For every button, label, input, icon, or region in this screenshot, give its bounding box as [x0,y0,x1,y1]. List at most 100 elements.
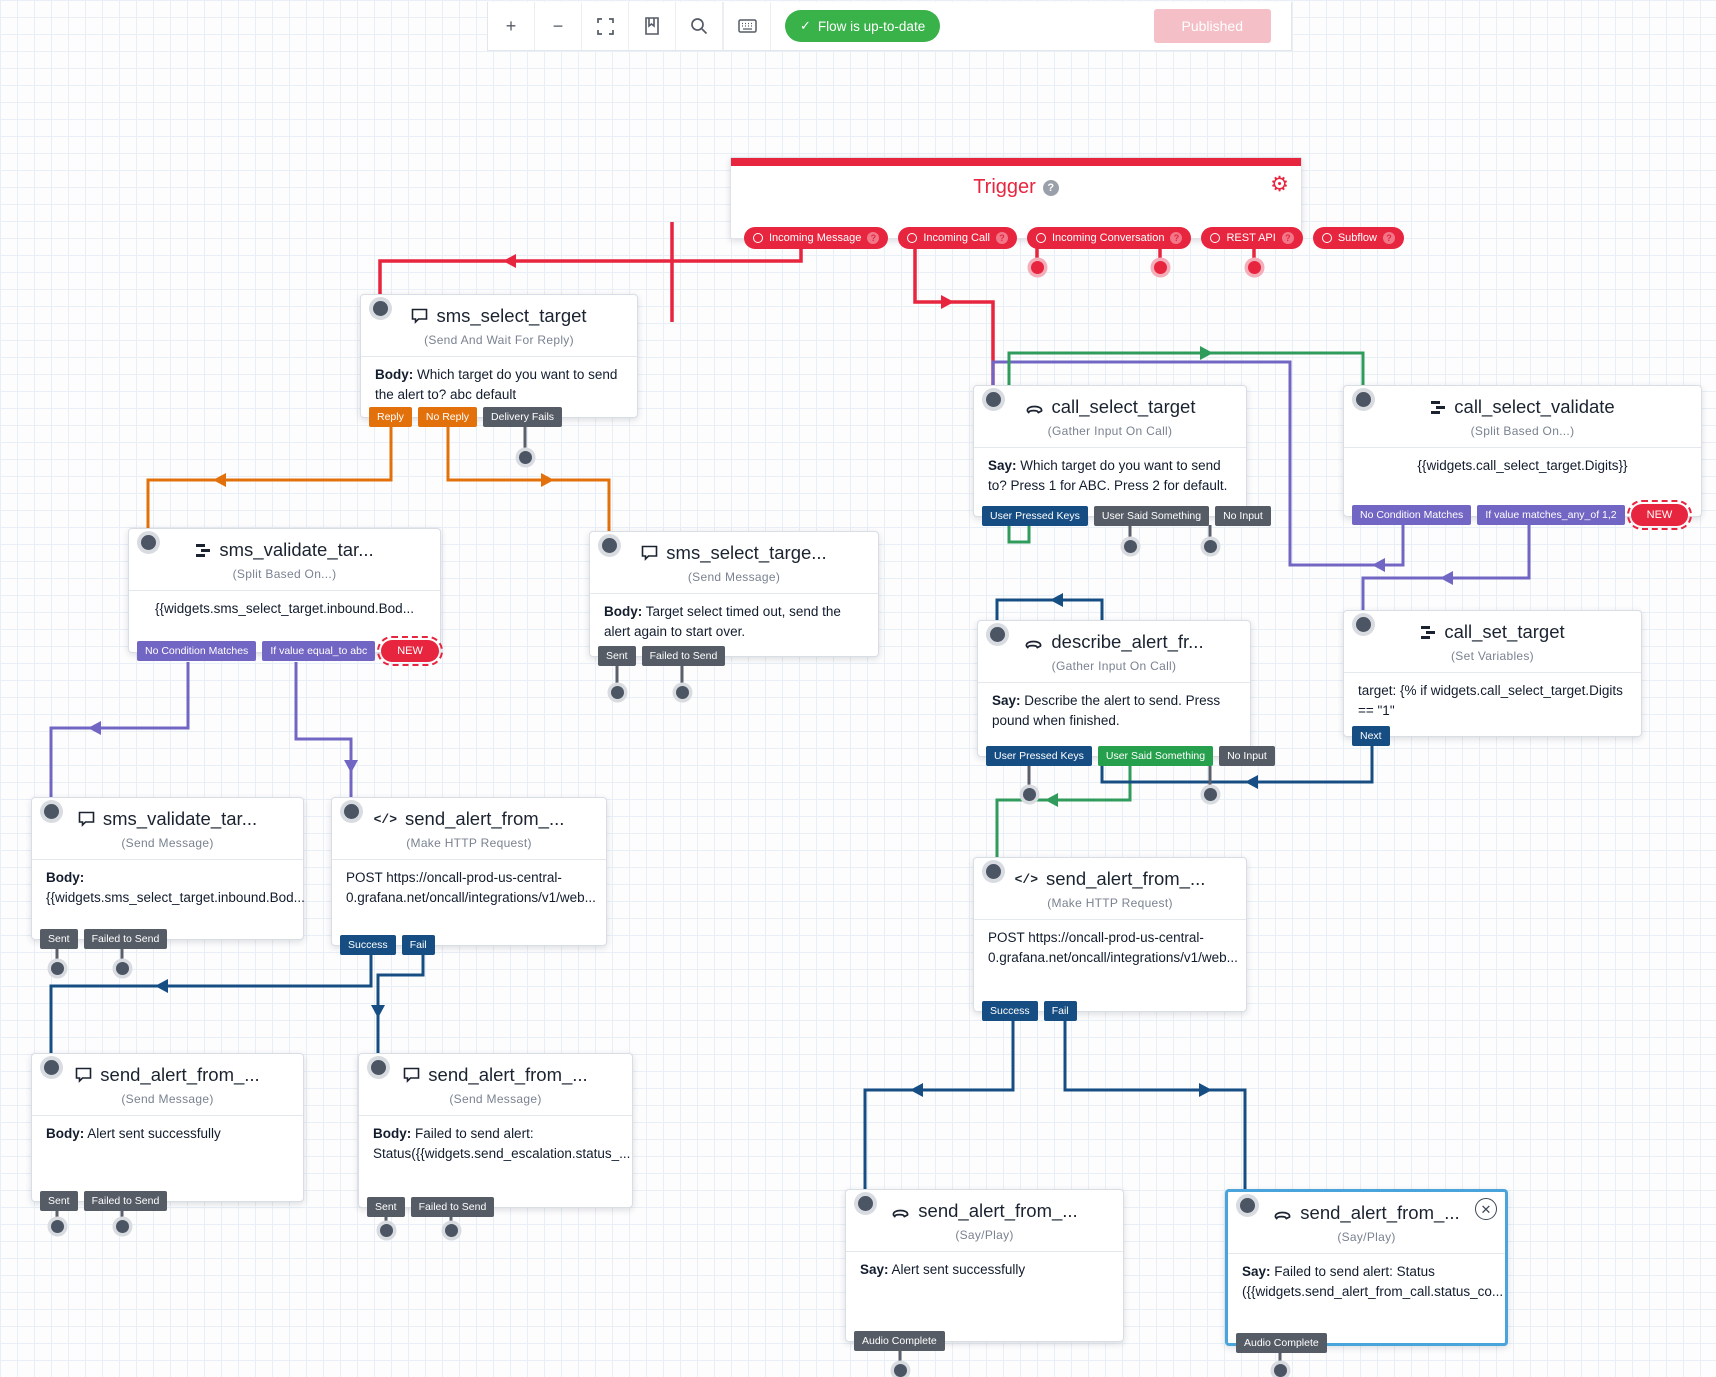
trigger-pill-rest-api[interactable]: REST API? [1201,227,1303,249]
widget-input-handle[interactable] [44,804,59,819]
library-button[interactable] [629,2,676,50]
widget-describe_alert_fr--w7[interactable]: describe_alert_fr...(Gather Input On Cal… [977,620,1275,766]
widget-send_alert_from_--w10[interactable]: </>send_alert_from_...(Make HTTP Request… [331,797,607,955]
transition-audio-complete[interactable]: Audio Complete [854,1331,945,1351]
trigger-endpoint-dot[interactable] [1247,260,1261,274]
transition-audio-complete[interactable]: Audio Complete [1236,1333,1327,1353]
transition-failed-to-send[interactable]: Failed to Send [641,646,726,666]
widget-type-label: (Set Variables) [1451,649,1534,663]
zoom-out-button[interactable]: − [535,2,582,50]
trigger-endpoint-dot[interactable] [1153,260,1167,274]
trigger-pill-incoming-conversation[interactable]: Incoming Conversation? [1026,227,1192,249]
transition-user-said-something[interactable]: User Said Something [1097,746,1214,766]
trigger-pill-incoming-message[interactable]: Incoming Message? [744,227,889,249]
arrow-left-red [503,254,516,268]
widget-send_alert_from_--w8[interactable]: </>send_alert_from_...(Make HTTP Request… [973,857,1247,1021]
close-icon[interactable]: ✕ [1475,1198,1497,1220]
widget-input-handle[interactable] [141,535,156,550]
transition-next[interactable]: Next [1352,726,1390,746]
transition-endpoint-dot[interactable] [50,1219,64,1233]
transition-sent[interactable]: Sent [598,646,636,666]
transition-endpoint-dot[interactable] [50,961,64,975]
transition-sent[interactable]: Sent [40,1191,78,1211]
transition-endpoint-dot[interactable] [1203,539,1217,553]
transition-success[interactable]: Success [340,935,396,955]
transition-endpoint-dot[interactable] [1203,787,1217,801]
widget-input-handle[interactable] [371,1060,386,1075]
transition-fail[interactable]: Fail [401,935,435,955]
widget-input-handle[interactable] [44,1060,59,1075]
transition-endpoint-dot[interactable] [379,1223,393,1237]
widget-send_alert_from_--w12[interactable]: send_alert_from_...(Send Message)Body: F… [358,1053,633,1217]
widget-input-handle[interactable] [990,627,1005,642]
transition-reply[interactable]: Reply [369,407,412,427]
transition-endpoint-dot[interactable] [444,1223,458,1237]
transition-sent[interactable]: Sent [367,1197,405,1217]
transition-no-input[interactable]: No Input [1219,746,1275,766]
widget-input-handle[interactable] [986,864,1001,879]
trigger-pill-subflow[interactable]: Subflow? [1312,227,1404,249]
transition-endpoint-dot[interactable] [115,961,129,975]
transition-endpoint-dot[interactable] [1022,787,1036,801]
widget-send_alert_from_--w13[interactable]: send_alert_from_...(Say/Play)Say: Alert … [845,1189,1124,1351]
transition-success[interactable]: Success [982,1001,1038,1021]
widget-send_alert_from_--w11[interactable]: send_alert_from_...(Send Message)Body: A… [31,1053,304,1211]
trigger-endpoint-dot[interactable] [1030,260,1044,274]
transition-no-reply[interactable]: No Reply [417,407,478,427]
widget-send_alert_from_--w14[interactable]: send_alert_from_...(Say/Play)Say: Failed… [1225,1189,1508,1353]
transition-user-pressed-keys[interactable]: User Pressed Keys [986,746,1092,766]
fit-view-button[interactable] [582,2,629,50]
transition-no-condition-matches[interactable]: No Condition Matches [1352,505,1472,525]
help-icon[interactable]: ? [1042,179,1059,196]
transition-new[interactable]: NEW [377,636,443,666]
widget-input-handle[interactable] [1240,1198,1255,1213]
transition-if-value-equal_to-abc[interactable]: If value equal_to abc [262,641,376,661]
widget-input-handle[interactable] [1356,392,1371,407]
shortcuts-button[interactable] [723,2,771,50]
widget-sms_select_targe--w3[interactable]: sms_select_targe...(Send Message)Body: T… [589,531,879,666]
widget-input-handle[interactable] [858,1196,873,1211]
transition-user-pressed-keys[interactable]: User Pressed Keys [982,506,1088,526]
transition-if-value-matches_any_of-1-2[interactable]: If value matches_any_of 1,2 [1477,505,1625,525]
transition-fail[interactable]: Fail [1043,1001,1077,1021]
widget-input-handle[interactable] [1356,617,1371,632]
transition-user-said-something[interactable]: User Said Something [1093,506,1210,526]
transition-no-condition-matches[interactable]: No Condition Matches [137,641,257,661]
widget-sms_select_target-w1[interactable]: sms_select_target(Send And Wait For Repl… [360,294,638,427]
trigger-title-text: Trigger [973,176,1036,198]
transition-failed-to-send[interactable]: Failed to Send [83,1191,168,1211]
transition-endpoint-dot[interactable] [518,450,532,464]
trigger-pill-incoming-call[interactable]: Incoming Call? [898,227,1017,249]
transition-endpoint-dot[interactable] [893,1363,907,1377]
transition-endpoint-dot[interactable] [115,1219,129,1233]
widget-input-handle[interactable] [602,538,617,553]
body-text: POST https://oncall-prod-us-central-0.gr… [988,930,1238,965]
transition-endpoint-dot[interactable] [675,685,689,699]
transition-sent[interactable]: Sent [40,929,78,949]
widget-input-handle[interactable] [986,392,1001,407]
body-text: {{widgets.sms_select_target.inbound.Bod.… [46,889,305,905]
widget-call_set_target-w6[interactable]: call_set_target(Set Variables)target: {%… [1343,610,1642,746]
transition-endpoint-dot[interactable] [610,685,624,699]
widget-call_select_validate-w5[interactable]: call_select_validate(Split Based On...){… [1343,385,1702,530]
gear-icon[interactable]: ⚙ [1270,173,1289,196]
widget-input-handle[interactable] [373,301,388,316]
transition-failed-to-send[interactable]: Failed to Send [83,929,168,949]
transition-failed-to-send[interactable]: Failed to Send [410,1197,495,1217]
widget-call_select_target-w4[interactable]: call_select_target(Gather Input On Call)… [973,385,1271,526]
transition-endpoint-dot[interactable] [1123,539,1137,553]
published-button[interactable]: Published [1153,9,1271,43]
trigger-widget[interactable]: Trigger ? ⚙ Incoming Message? Incoming Ca… [730,157,1404,249]
transition-delivery-fails[interactable]: Delivery Fails [483,407,563,427]
zoom-in-button[interactable]: + [488,2,535,50]
search-button[interactable] [676,2,723,50]
transition-endpoint-dot[interactable] [1273,1363,1287,1377]
transition-no-input[interactable]: No Input [1215,506,1271,526]
widget-input-handle[interactable] [344,804,359,819]
widget-type-label: (Gather Input On Call) [1047,424,1173,438]
widget-sms_validate_tar--w9[interactable]: sms_validate_tar...(Send Message)Body: {… [31,797,305,949]
widget-sms_validate_tar--w2[interactable]: sms_validate_tar...(Split Based On...){{… [128,528,443,666]
transition-new[interactable]: NEW [1626,500,1693,530]
